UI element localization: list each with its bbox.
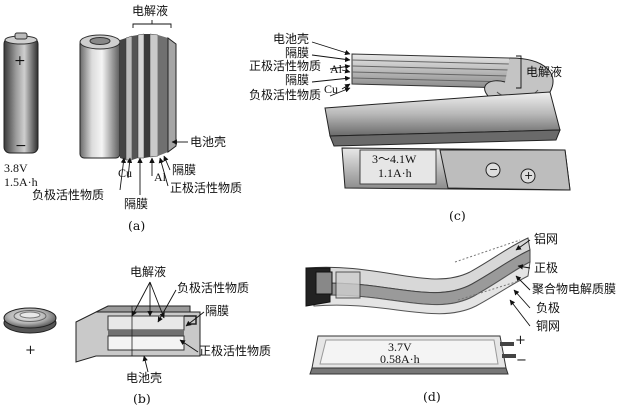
panel-d-leader-lines [509, 239, 531, 327]
panel-c-separator-1-label: 隔膜 [285, 46, 310, 60]
panel-b-cathode-label: 正极活性物质 [199, 344, 272, 358]
panel-c-cu-label: Cu [324, 82, 339, 96]
panel-c-separator-2-label: 隔膜 [285, 73, 310, 87]
panel-d-cu-mesh-label: 铜网 [536, 319, 561, 333]
panel-c-voltage: 3～4.1W [372, 152, 417, 166]
panel-a-plus-sign: + [14, 53, 26, 69]
panel-a-cathode-label: 正极活性物质 [170, 181, 243, 195]
panel-a-shell-label: 电池壳 [190, 135, 227, 149]
panel-c-anode-label: 负极活性物质 [249, 88, 322, 102]
panel-b-plus-sign: + [25, 343, 36, 358]
panel-c-al-label: Al [330, 62, 342, 76]
panel-d-pouch-cell [309, 335, 516, 375]
panel-c-prismatic-cell [324, 53, 561, 147]
panel-c-minus-sign: − [489, 163, 499, 176]
panel-d-polymer-stack [305, 237, 531, 315]
panel-c-shell-label: 电池壳 [273, 32, 310, 46]
panel-b-caption: (b) [133, 391, 151, 406]
panel-d-voltage: 3.7V [388, 340, 412, 354]
panel-b-shell-label: 电池壳 [126, 371, 163, 385]
panel-a-leader-lines [119, 20, 188, 195]
panel-a-minus-sign: − [15, 138, 27, 154]
panel-a-caption: (a) [128, 218, 146, 233]
panel-a-wound-roll [79, 33, 177, 161]
panel-a-electrolyte-label: 电解液 [132, 4, 169, 18]
panel-a-capacity: 1.5A·h [4, 175, 38, 189]
panel-b-leader-lines [131, 281, 205, 373]
panel-c-electrolyte-label: 电解液 [526, 65, 563, 79]
panel-b-anode-label: 负极活性物质 [177, 281, 250, 295]
panel-a-anode-label: 负极活性物质 [32, 188, 105, 202]
panel-a-cu-label: Cu [118, 166, 133, 180]
panel-a-separator-right-label: 隔膜 [172, 163, 197, 177]
panel-a-separator-bottom-label: 隔膜 [124, 197, 149, 211]
panel-d-polymer-electrolyte-label: 聚合物电解质膜 [532, 282, 617, 296]
panel-a-cell-body [3, 32, 39, 154]
panel-d-capacity: 0.58A·h [380, 352, 420, 366]
panel-c-capacity: 1.1A·h [378, 166, 412, 180]
panel-c-leader-lines [311, 41, 522, 97]
panel-c-cell-top-plate [341, 147, 571, 191]
panel-d-anode-label: 负极 [536, 301, 561, 315]
panel-d-cathode-label: 正极 [534, 261, 559, 275]
panel-d-minus-sign: − [516, 353, 527, 368]
panel-a-al-label: Al [154, 170, 166, 184]
panel-d-plus-sign: + [515, 333, 526, 348]
panel-c-plus-sign: + [524, 169, 534, 182]
panel-d-al-mesh-label: 铝网 [534, 232, 559, 246]
panel-d-caption: (d) [423, 389, 441, 404]
panel-b-cross-section [75, 305, 201, 363]
panel-b-electrolyte-label: 电解液 [130, 265, 167, 279]
panel-a-voltage: 3.8V [4, 161, 28, 175]
panel-c-caption: (c) [449, 208, 466, 223]
panel-b-separator-label: 隔膜 [205, 304, 230, 318]
panel-c-cathode-label: 正极活性物质 [249, 59, 322, 73]
panel-b-coin-cell [3, 307, 57, 334]
